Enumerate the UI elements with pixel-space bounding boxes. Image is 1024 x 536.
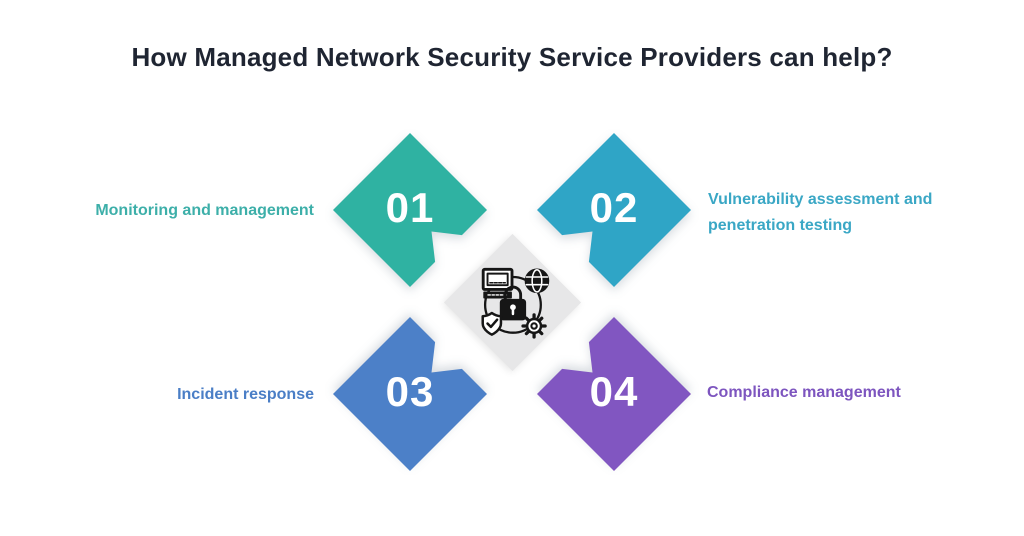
step-diamond-01: 01 <box>330 130 490 290</box>
label-vulnerability-assessment: Vulnerability assessment and penetration… <box>708 191 933 234</box>
globe-icon <box>524 268 550 294</box>
network-security-icon <box>481 267 550 339</box>
padlock-icon <box>499 285 527 321</box>
step-number-01: 01 <box>385 184 435 231</box>
step-diamond-04: 04 <box>534 314 694 474</box>
step-diamond-02: 02 <box>534 130 694 290</box>
label-compliance-management: Compliance management <box>707 384 901 401</box>
diamond-shape-01 <box>333 133 487 287</box>
label-incident-response: Incident response <box>177 386 314 403</box>
page-title: How Managed Network Security Service Pro… <box>131 42 893 72</box>
diamond-shape-02 <box>537 133 691 287</box>
shield-check-icon <box>481 311 503 336</box>
step-diamond-03: 03 <box>330 314 490 474</box>
label-monitoring-and-management: Monitoring and management <box>95 202 314 219</box>
diamond-shape-04 <box>537 317 691 471</box>
step-number-04: 04 <box>589 368 639 415</box>
step-number-02: 02 <box>589 184 639 231</box>
step-number-03: 03 <box>385 368 435 415</box>
diamond-shape-03 <box>333 317 487 471</box>
gear-icon <box>521 313 547 339</box>
computer-icon <box>481 267 514 299</box>
